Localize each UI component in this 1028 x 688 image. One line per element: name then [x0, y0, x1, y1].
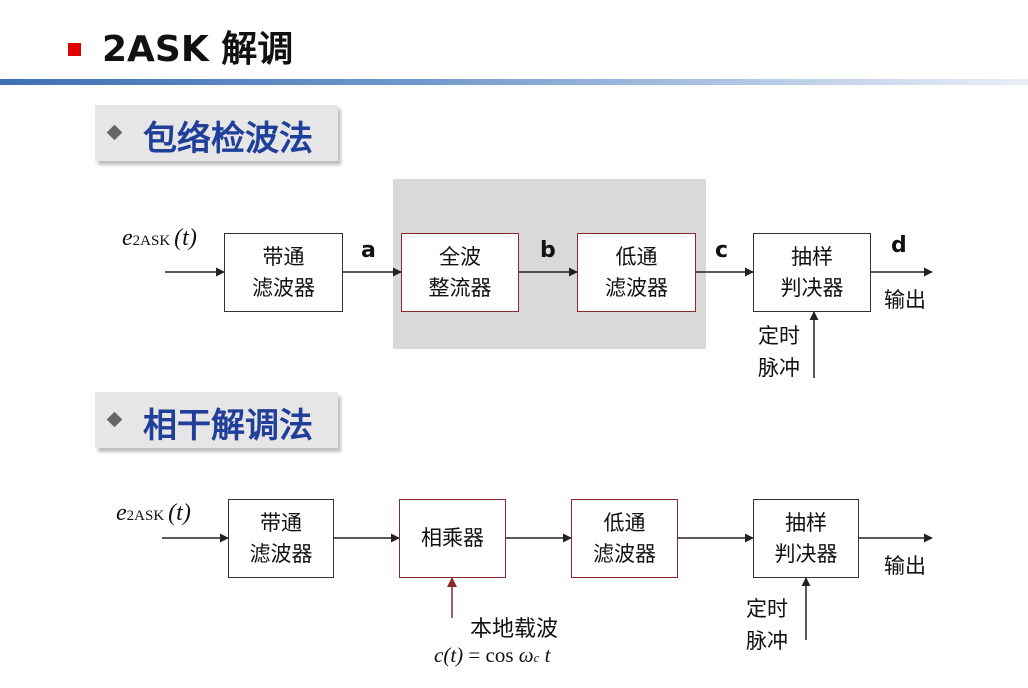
- section-coherent-demodulation: 相干解调法: [95, 392, 338, 448]
- section-envelope-detection: 包络检波法: [95, 105, 338, 161]
- sampling-decision-block: 抽样 判决器: [753, 233, 871, 312]
- signal-label-a: a: [361, 238, 376, 263]
- signal-label-d: d: [891, 233, 907, 258]
- section-title: 相干解调法: [143, 406, 313, 446]
- input-signal-coherent: e2ASK(t): [116, 500, 191, 526]
- section-title: 包络检波法: [143, 119, 313, 159]
- timing-pulse-label: 定时 脉冲: [746, 597, 788, 653]
- lowpass-filter-block: 低通 滤波器: [577, 233, 696, 312]
- title-divider: [0, 79, 1028, 85]
- bandpass-filter-block: 带通 滤波器: [224, 233, 343, 312]
- lowpass-filter-block: 低通 滤波器: [571, 499, 678, 578]
- page-title: 2ASK 解调: [102, 29, 294, 70]
- full-wave-rectifier-block: 全波 整流器: [401, 233, 519, 312]
- input-signal-envelope: e2ASK(t): [122, 225, 197, 251]
- signal-label-c: c: [715, 238, 729, 263]
- carrier-formula: c(t) = cos ωc t: [434, 643, 551, 667]
- bandpass-filter-block: 带通 滤波器: [228, 499, 334, 578]
- sampling-decision-block: 抽样 判决器: [753, 499, 859, 578]
- local-carrier-label: 本地载波: [470, 617, 559, 642]
- timing-pulse-label: 定时 脉冲: [758, 324, 800, 380]
- output-label: 输出: [884, 288, 926, 312]
- title-bullet-icon: [68, 43, 81, 56]
- output-label: 输出: [884, 554, 926, 578]
- signal-label-b: b: [540, 238, 556, 263]
- multiplier-block: 相乘器: [399, 499, 506, 578]
